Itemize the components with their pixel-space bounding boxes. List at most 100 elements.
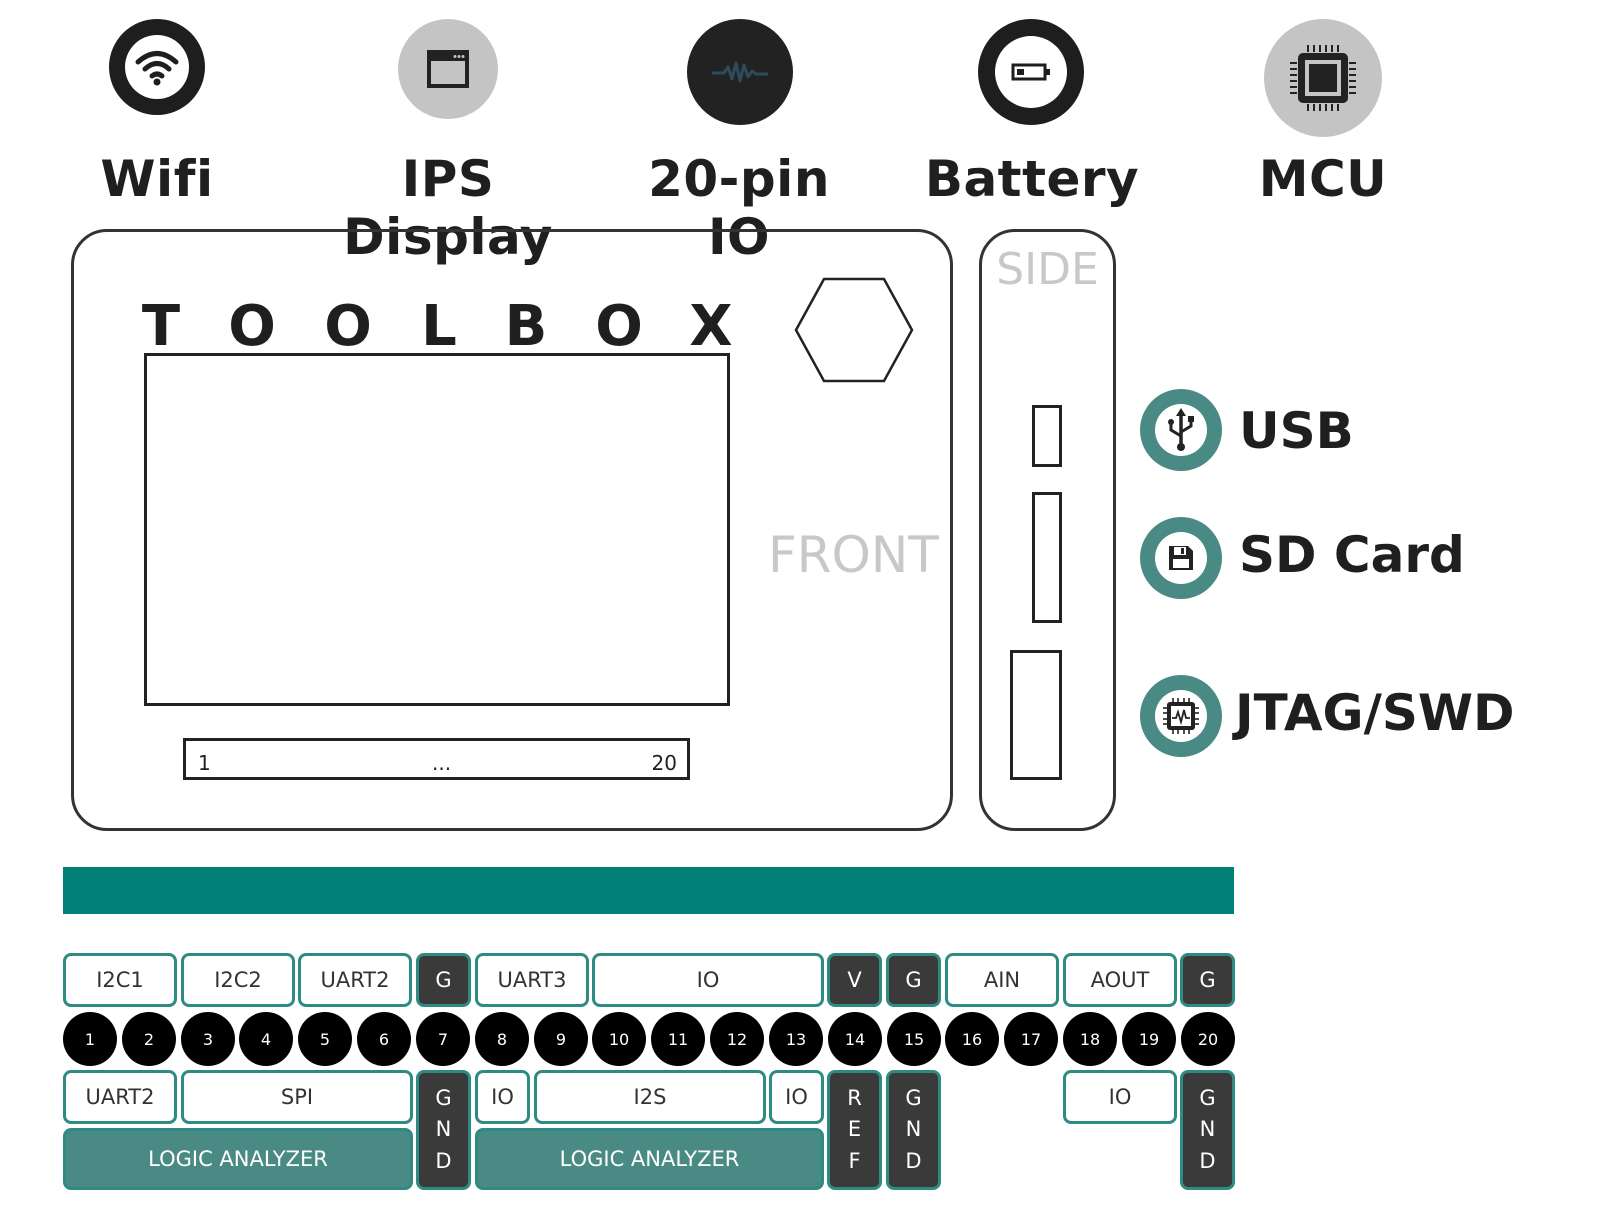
pin-11: 11: [651, 1012, 705, 1066]
pin-function-uart2: UART2: [298, 953, 412, 1007]
mcu-feature-icon: [1264, 19, 1382, 137]
feature-label-wifi: Wifi: [100, 150, 214, 208]
window-icon: [427, 50, 469, 88]
brand-letter: X: [689, 294, 733, 359]
pin-7: 7: [416, 1012, 470, 1066]
pin-function-aout: AOUT: [1063, 953, 1177, 1007]
battery-feature-icon: [978, 19, 1084, 125]
ref-letter: E: [847, 1117, 862, 1142]
pin-20: 20: [1181, 1012, 1235, 1066]
wifi-feature-icon: [109, 19, 205, 115]
logic-analyzer-group: LOGIC ANALYZER: [63, 1128, 413, 1190]
pin-function-i2s: I2S: [534, 1070, 766, 1124]
gnd-letter: D: [905, 1148, 922, 1173]
pin-function-io-alt: IO: [769, 1070, 824, 1124]
pin-12: 12: [710, 1012, 764, 1066]
side-view-body: [979, 229, 1116, 831]
pin-strip-middle: ...: [432, 751, 452, 775]
pin-function-voltage: V: [827, 953, 882, 1007]
pin-function-gnd-vertical: G N D: [886, 1070, 941, 1190]
pin-function-io-alt: IO: [1063, 1070, 1177, 1124]
pin-function-ground: G: [1180, 953, 1235, 1007]
20-pin-io-feature-icon: [687, 19, 793, 125]
pin-function-uart2-alt: UART2: [63, 1070, 177, 1124]
gnd-letter: D: [435, 1148, 452, 1173]
gnd-letter: G: [1199, 1086, 1216, 1111]
gnd-letter: D: [1199, 1148, 1216, 1173]
floppy-icon: [1169, 546, 1193, 570]
front-view-body: [71, 229, 953, 831]
pin-15: 15: [887, 1012, 941, 1066]
pin-19: 19: [1122, 1012, 1176, 1066]
feature-label-mcu: MCU: [1258, 150, 1388, 208]
jtag-port: [1010, 650, 1062, 780]
pin-6: 6: [357, 1012, 411, 1066]
gnd-letter: N: [435, 1117, 452, 1142]
pin-16: 16: [945, 1012, 999, 1066]
pin-function-i2c1: I2C1: [63, 953, 177, 1007]
logic-analyzer-group: LOGIC ANALYZER: [475, 1128, 824, 1190]
usb-icon: [1168, 408, 1194, 451]
ips-display-feature-icon: [398, 19, 498, 119]
pin-10: 10: [592, 1012, 646, 1066]
brand-letter: O: [595, 294, 643, 359]
interface-label-sd-card: SD Card: [1239, 526, 1465, 584]
accent-divider-bar: [63, 867, 1234, 914]
gnd-letter: G: [905, 1086, 922, 1111]
pin-3: 3: [181, 1012, 235, 1066]
usb-interface-icon: [1140, 389, 1222, 471]
pin-2: 2: [122, 1012, 176, 1066]
pin-header-strip: 1 ... 20: [183, 738, 690, 780]
hexagon-button[interactable]: [792, 276, 916, 384]
pin-function-io-alt: IO: [475, 1070, 530, 1124]
pin-function-gnd-vertical: G N D: [416, 1070, 471, 1190]
pin-9: 9: [534, 1012, 588, 1066]
feature-label-battery: Battery: [924, 150, 1140, 208]
pin-function-gnd-vertical: G N D: [1180, 1070, 1235, 1190]
brand-letter: L: [421, 294, 457, 359]
pin-17: 17: [1004, 1012, 1058, 1066]
pin-function-ground: G: [416, 953, 471, 1007]
battery-icon: [1011, 63, 1050, 81]
wifi-icon: [135, 51, 179, 86]
pin-4: 4: [239, 1012, 293, 1066]
pin-function-uart3: UART3: [475, 953, 589, 1007]
gnd-letter: N: [1199, 1117, 1216, 1142]
side-label: SIDE: [996, 244, 1099, 295]
ref-letter: F: [848, 1148, 861, 1173]
pin-1: 1: [63, 1012, 117, 1066]
brand-letter: O: [228, 294, 276, 359]
front-label: FRONT: [768, 526, 939, 584]
ref-letter: R: [847, 1086, 862, 1111]
interface-label-jtag-swd: JTAG/SWD: [1235, 684, 1515, 742]
pin-function-i2c2: I2C2: [181, 953, 295, 1007]
pin-strip-end: 20: [651, 751, 677, 775]
brand-letter: B: [504, 294, 548, 359]
feature-label-ips-display: IPS Display: [343, 150, 553, 266]
pin-function-ref-vertical: R E F: [827, 1070, 882, 1190]
jtag-swd-interface-icon: [1140, 675, 1222, 757]
gnd-letter: G: [435, 1086, 452, 1111]
feature-label-20-pin-io: 20-pin IO: [648, 150, 830, 266]
pin-function-ground: G: [886, 953, 941, 1007]
debug-chip-icon: [1163, 698, 1199, 734]
chip-icon: [1290, 45, 1356, 111]
pin-function-io: IO: [592, 953, 824, 1007]
pin-5: 5: [298, 1012, 352, 1066]
pin-strip-start: 1: [198, 751, 211, 775]
pin-18: 18: [1063, 1012, 1117, 1066]
waveform-icon: [712, 61, 768, 83]
brand-letter: T: [141, 294, 181, 359]
interface-label-usb: USB: [1239, 402, 1354, 460]
display-screen: [144, 353, 730, 706]
pin-function-spi: SPI: [181, 1070, 413, 1124]
sd-card-slot: [1032, 492, 1062, 623]
pin-function-ain: AIN: [945, 953, 1059, 1007]
brand-letter: O: [324, 294, 372, 359]
pin-8: 8: [475, 1012, 529, 1066]
pin-13: 13: [769, 1012, 823, 1066]
sd-card-interface-icon: [1140, 517, 1222, 599]
gnd-letter: N: [905, 1117, 922, 1142]
usb-port: [1032, 405, 1062, 467]
pin-14: 14: [828, 1012, 882, 1066]
